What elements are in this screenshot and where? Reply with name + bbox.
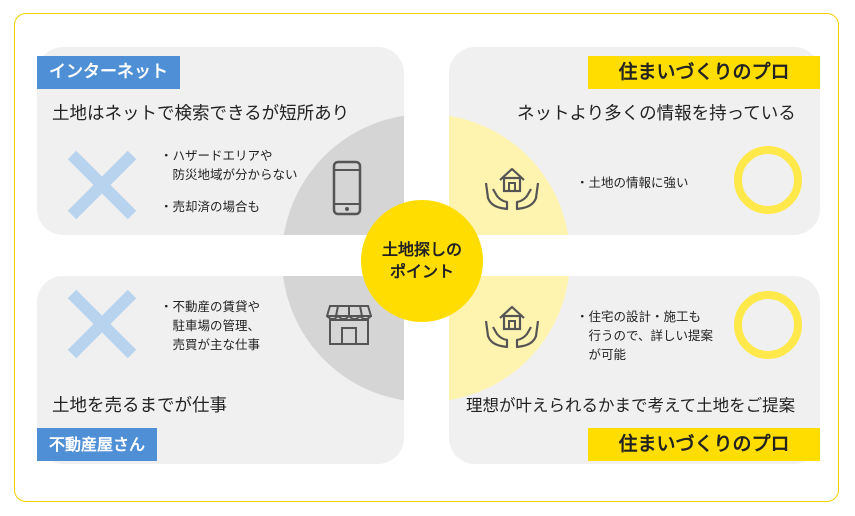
realestate-headline: 土地を売るまでが仕事: [52, 396, 227, 416]
pro-top-tag: 住まいづくりのプロ: [588, 56, 820, 89]
center-point-circle: 土地探しの ポイント: [361, 200, 483, 322]
quarter-gray-bottom: [282, 276, 404, 402]
realestate-bullet-1: ・不動産の賃貸や 駐車場の管理、 売買が主な仕事: [160, 299, 261, 352]
pro-top-bullet-1: ・土地の情報に強い: [576, 175, 689, 190]
internet-bullet-2: ・売却済の場合も: [160, 199, 261, 214]
internet-tag: インターネット: [37, 56, 180, 89]
quarter-gray-top: [282, 114, 404, 235]
realestate-tag: 不動産屋さん: [37, 428, 158, 461]
internet-bullet-1: ・ハザードエリアや 防災地域が分からない: [160, 148, 298, 182]
shop-icon: [326, 305, 372, 345]
quarter-yellow-top: [449, 114, 570, 235]
quarter-yellow-bottom: [449, 276, 570, 402]
center-title-line-1: 土地探しの: [381, 240, 462, 259]
house-hands-icon: [484, 167, 540, 211]
house-hands-icon: [484, 305, 540, 349]
smartphone-icon: [332, 160, 362, 216]
pro-bottom-tag: 住まいづくりのプロ: [588, 428, 820, 461]
pro-bottom-headline: 理想が叶えられるかまで考えて土地をご提案: [466, 396, 796, 415]
pro-bottom-bullet-1: ・住宅の設計・施工も 行うので、詳しい提案 が可能: [576, 309, 714, 362]
circle-icon: [734, 291, 802, 359]
circle-icon: [734, 146, 802, 214]
center-title-line-2: ポイント: [389, 262, 454, 281]
cross-icon: [67, 150, 137, 220]
cross-icon: [67, 289, 137, 359]
internet-headline: 土地はネットで検索できるが短所あり: [52, 104, 350, 124]
pro-top-headline: ネットより多くの情報を持っている: [517, 104, 796, 124]
